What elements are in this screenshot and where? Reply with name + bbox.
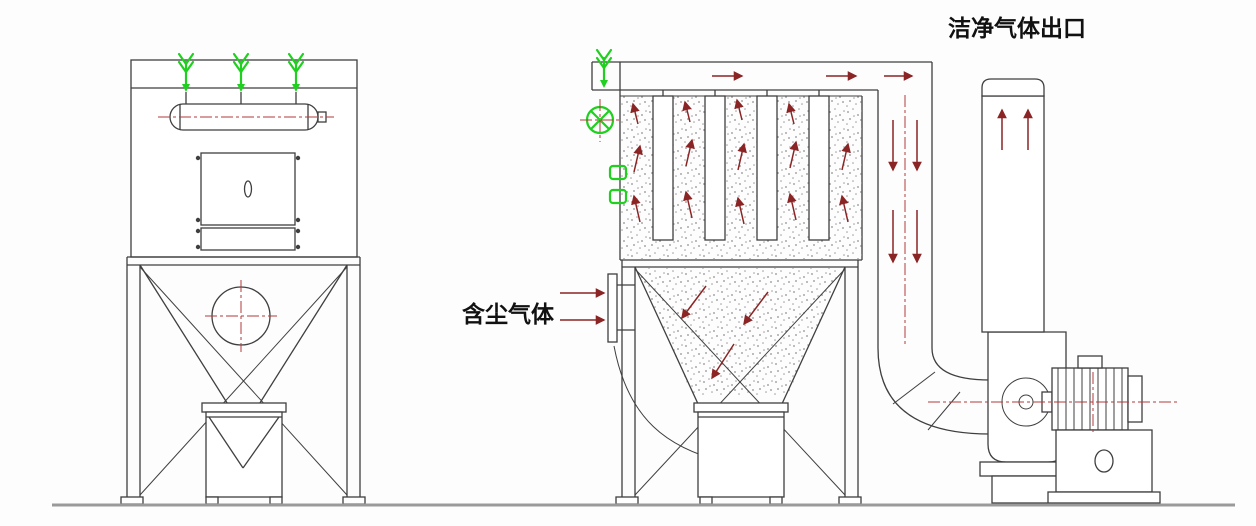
pulse-valves <box>177 52 305 104</box>
dust-bin <box>201 402 287 505</box>
outlet-elbow <box>877 347 1000 435</box>
inlet-flange <box>607 273 635 343</box>
airflow-arrows <box>560 71 1033 380</box>
motor-base <box>1055 429 1153 493</box>
elbow-miter <box>927 391 961 431</box>
inspection-port <box>205 280 277 352</box>
exhaust-stack <box>981 78 1045 333</box>
filter-bag <box>704 95 726 241</box>
section-view-dust-collector <box>560 48 1180 505</box>
hopper <box>139 264 348 407</box>
end-bell <box>1127 375 1143 423</box>
support-frame <box>615 260 862 505</box>
motor <box>1041 355 1161 504</box>
elbow-miter <box>892 371 936 405</box>
cross-brace <box>634 268 846 496</box>
fitting-icon <box>608 164 628 181</box>
terminal-box <box>1077 355 1103 369</box>
cross-brace <box>139 266 348 496</box>
fitting-icon <box>608 188 628 205</box>
filter-bags <box>652 90 830 241</box>
clean-air-duct <box>591 61 933 348</box>
access-door <box>195 152 301 251</box>
front-view-dust-collector <box>120 52 366 505</box>
outlet-label: 洁净气体出口 <box>948 15 1086 42</box>
pulse-valve-icon <box>595 48 613 90</box>
filter-bag <box>808 95 830 241</box>
pulse-valve-assembly <box>580 48 628 205</box>
filter-bag <box>652 95 674 241</box>
support-frame <box>120 256 366 505</box>
centerlines <box>904 95 1180 432</box>
inlet-label: 含尘气体 <box>462 301 555 328</box>
air-manifold <box>158 103 334 131</box>
filter-bag <box>756 95 778 241</box>
base-pad <box>1047 491 1161 504</box>
dust-bin <box>693 402 789 505</box>
